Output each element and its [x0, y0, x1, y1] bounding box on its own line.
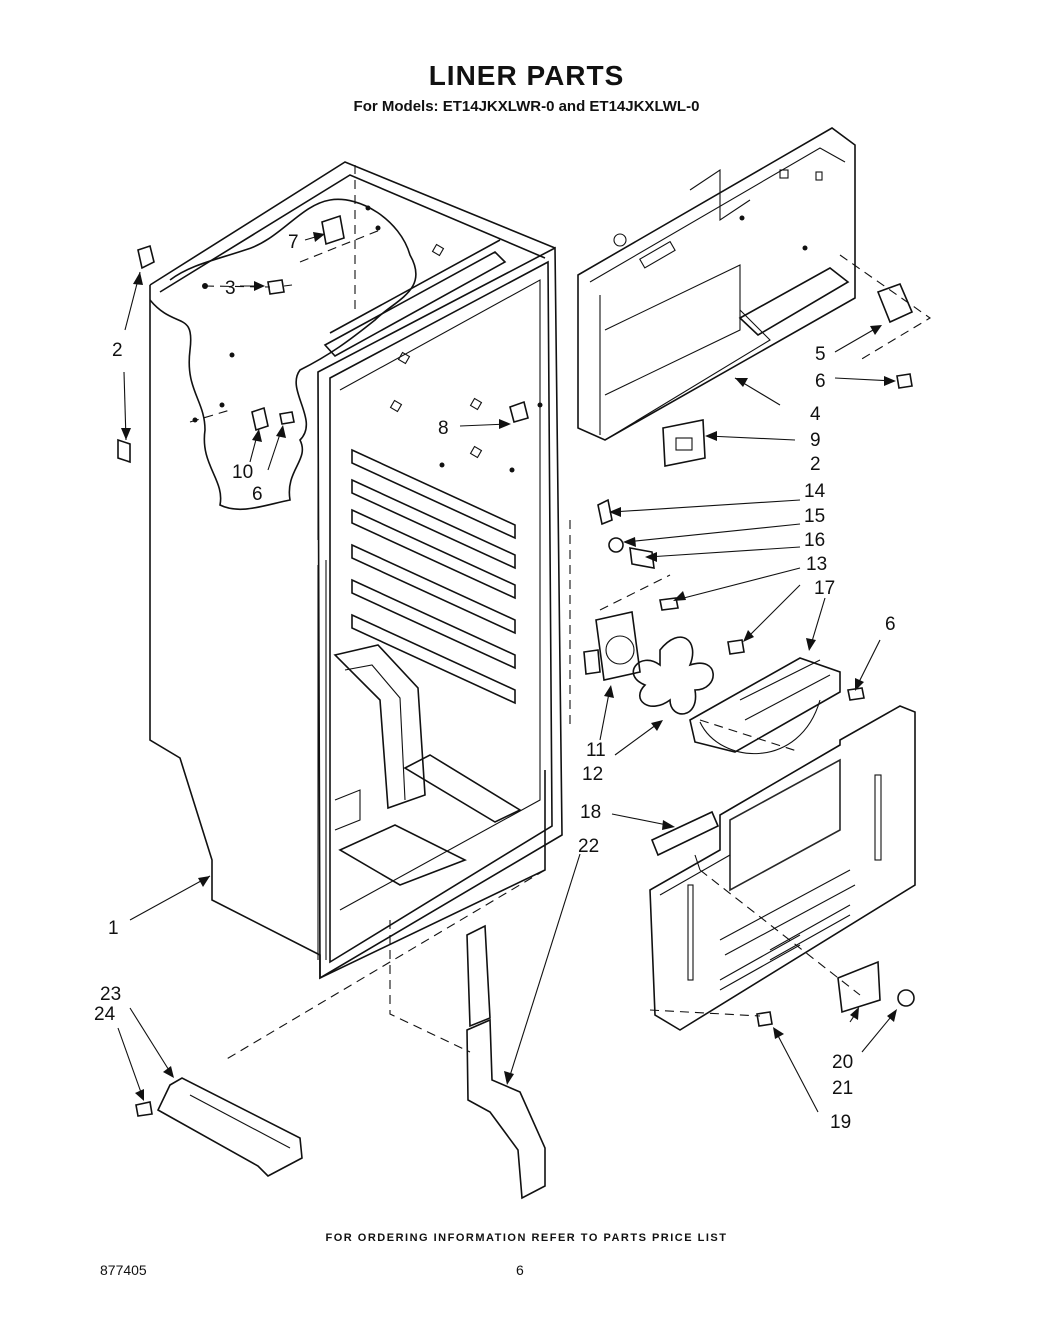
cover-plate-part: [662, 419, 706, 467]
evaporator-cover-part: [577, 127, 856, 441]
clip-part: [321, 214, 345, 246]
callout-23: 23: [100, 984, 121, 1005]
callout-11: 11: [586, 740, 606, 761]
screw-part: [279, 411, 295, 425]
callout-1: 1: [108, 918, 119, 939]
document-number: 877405: [100, 1262, 147, 1278]
model-subtitle: For Models: ET14JKXLWR-0 and ET14JKXLWL-…: [353, 98, 700, 115]
liner-bracket-part: [117, 244, 155, 464]
callout-21: 21: [832, 1078, 853, 1099]
callout-22: 22: [578, 836, 599, 857]
callout-3: 3: [225, 278, 236, 299]
callout-19: 19: [830, 1112, 851, 1133]
callout-16: 16: [804, 530, 825, 551]
callout-13: 13: [806, 554, 827, 575]
callout-labels: 1 2 2 3 4 5 6 6 6 7 8 9 10 11 12 13 14 1…: [94, 232, 896, 1133]
screw-part: [896, 373, 913, 389]
callout-17: 17: [814, 578, 835, 599]
ordering-note: FOR ORDERING INFORMATION REFER TO PARTS …: [325, 1232, 728, 1244]
callout-4: 4: [810, 404, 821, 425]
lower-back-panel-part: [649, 705, 916, 1031]
callout-2: 2: [112, 340, 123, 361]
callout-14: 14: [804, 481, 826, 502]
callout-2: 2: [810, 454, 821, 475]
clip-part: [509, 400, 529, 423]
page-number: 6: [516, 1262, 524, 1278]
lower-hinge-bracket-part: [156, 1077, 303, 1177]
trim-strip-part: [466, 924, 491, 1028]
fan-shroud-part: [689, 657, 841, 753]
clip-part: [251, 406, 269, 432]
screw-part: [135, 1101, 153, 1117]
callout-15: 15: [804, 506, 825, 527]
callout-5: 5: [815, 344, 826, 365]
callout-6: 6: [252, 484, 263, 505]
callout-9: 9: [810, 430, 821, 451]
diagram-title: LINER PARTS: [428, 60, 625, 91]
callout-12: 12: [582, 764, 603, 785]
callout-20: 20: [832, 1052, 853, 1073]
callout-10: 10: [232, 462, 253, 483]
fan-motor-assembly: [583, 498, 865, 755]
trim-strip-part: [466, 1018, 546, 1200]
callout-8: 8: [438, 418, 449, 439]
callout-6: 6: [815, 371, 826, 392]
callout-7: 7: [288, 232, 299, 253]
callout-18: 18: [580, 802, 601, 823]
hinge-bracket-part: [876, 282, 914, 324]
callout-6: 6: [885, 614, 896, 635]
screw-part: [267, 279, 293, 295]
callout-24: 24: [94, 1004, 116, 1025]
liner-cabinet-part: [149, 161, 563, 980]
